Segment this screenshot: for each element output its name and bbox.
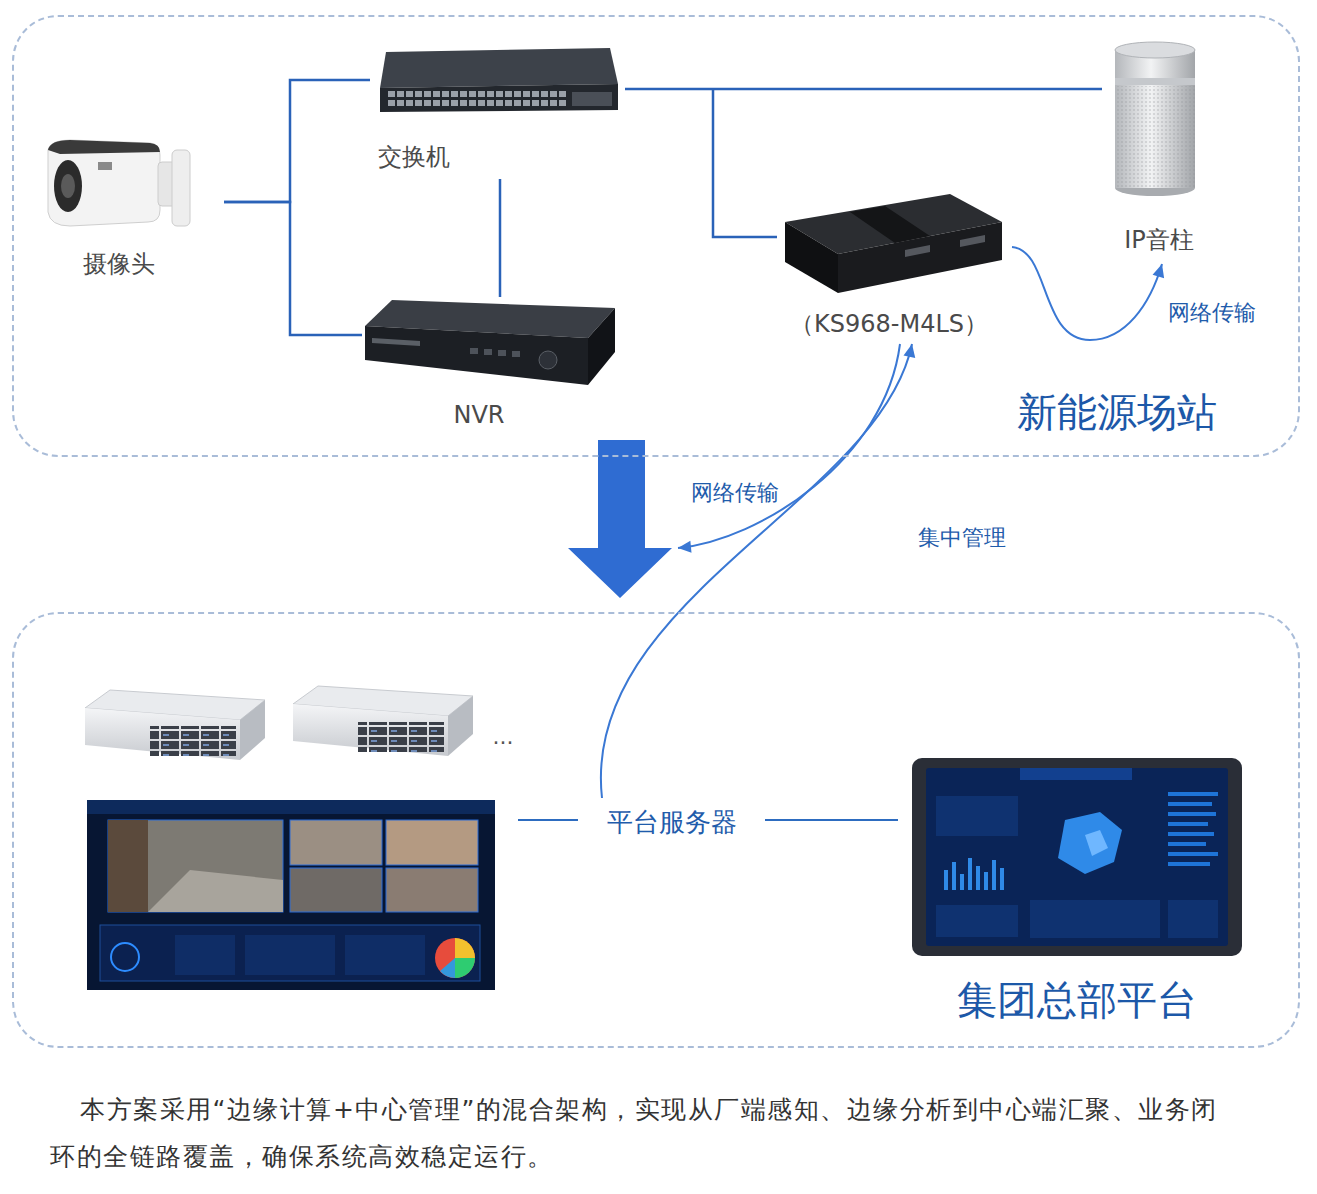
switch-node: 交换机 <box>370 44 625 179</box>
wire-connector <box>713 89 777 237</box>
edge-computer-icon <box>785 194 1002 293</box>
node-label: 摄像头 <box>83 250 155 279</box>
node-label: IP音柱 <box>1124 226 1194 255</box>
dashboard-monitor <box>912 758 1242 956</box>
link-line <box>765 819 898 821</box>
camera-icon <box>48 140 190 226</box>
edge-box-node: （KS968-M4LS） <box>777 190 1012 340</box>
curved-connector <box>678 344 900 548</box>
server-label-node: 平台服务器 <box>592 802 757 844</box>
server-icon <box>293 686 473 756</box>
node-label: （KS968-M4LS） <box>790 310 988 339</box>
block-arrow <box>568 440 672 598</box>
edge-label: 集中管理 <box>915 525 1009 551</box>
region-title: 新能源场站 <box>1017 388 1217 436</box>
curved-connector <box>1012 247 1162 340</box>
node-label: 平台服务器 <box>607 807 737 838</box>
wire-connector <box>499 179 502 297</box>
wire-connector <box>625 88 1102 91</box>
ellipsis-label: ... <box>493 724 514 750</box>
switch-icon <box>380 48 618 112</box>
camera-node: 摄像头 <box>42 132 224 282</box>
wire-connector <box>224 80 370 202</box>
caption: 本方案采用“边缘计算+中心管理”的混合架构，实现从厂端感知、边缘分析到中心端汇聚… <box>50 1086 1228 1180</box>
nvr-node: NVR <box>362 297 624 437</box>
arrow-head <box>1153 264 1165 278</box>
video-wall-screen <box>87 800 495 990</box>
node-label: 交换机 <box>378 143 450 172</box>
speaker-node: IP音柱 <box>1102 40 1217 262</box>
server-icon <box>85 690 265 760</box>
wire-connector <box>224 202 362 335</box>
edge-label: 网络传输 <box>688 480 782 506</box>
link-line <box>518 819 578 821</box>
arrow-head <box>678 541 692 553</box>
region-title: 集团总部平台 <box>957 976 1197 1024</box>
speaker-icon <box>1115 42 1195 196</box>
nvr-icon <box>365 300 615 385</box>
edge-label: 网络传输 <box>1165 300 1259 326</box>
arrow-head <box>904 344 916 358</box>
region-band: 集团总部平台 平台服务器 <box>12 612 1300 1048</box>
region-band: 新能源场站 摄像头 交换机 NVR IP音柱 （KS968-M4LS） <box>12 15 1300 457</box>
node-label: NVR <box>453 401 504 430</box>
